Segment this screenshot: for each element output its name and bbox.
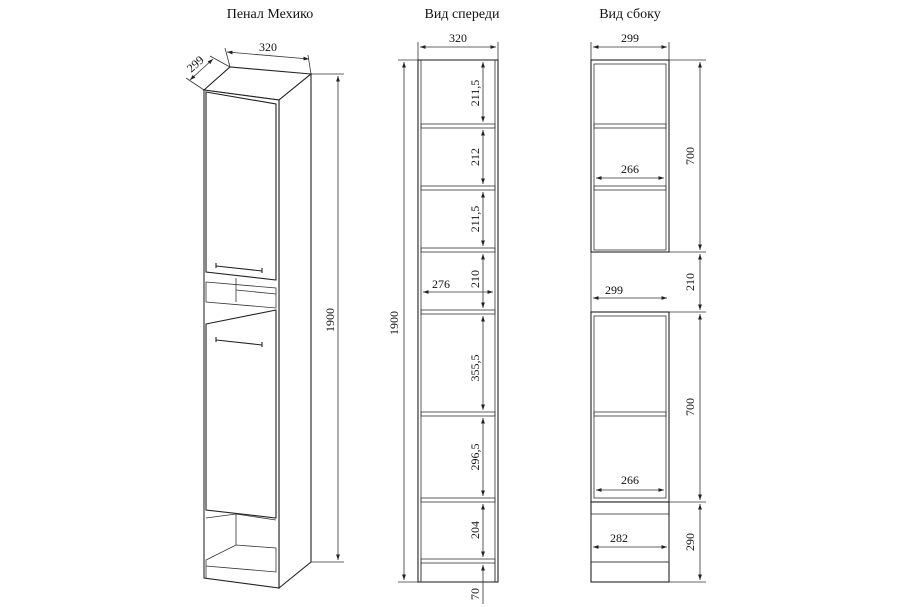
shelf (420, 123, 496, 129)
shelf (420, 185, 496, 191)
section-dim: 210 (468, 270, 482, 288)
cabinet-side-panel (278, 72, 312, 590)
side-depth-label: 299 (621, 31, 639, 45)
iso-width-label: 320 (259, 40, 277, 54)
front-height-label: 1900 (387, 311, 401, 335)
side-top-inner-label: 266 (621, 162, 639, 176)
open-niche (205, 281, 277, 309)
section-dim: 296,5 (468, 444, 482, 471)
shelf (420, 247, 496, 253)
front-outer-frame (417, 59, 499, 583)
side-bottom-inner-label: 282 (610, 531, 628, 545)
side-gap-depth-label: 299 (605, 283, 623, 297)
section-dim: 211,5 (468, 80, 482, 107)
iso-view-title: Пенал Мехико (227, 7, 314, 22)
side-bottom-height-label: 290 (683, 533, 697, 551)
section-dim: 212 (468, 148, 482, 166)
iso-depth-label: 299 (184, 53, 207, 75)
front-view-title: Вид спереди (424, 7, 500, 22)
side-view: 299 266 299 266 282 700 210 700 290 (590, 31, 706, 583)
upper-door (205, 91, 277, 281)
shelf (420, 497, 496, 503)
side-mid-inner-label: 266 (621, 473, 639, 487)
side-upper-block (590, 59, 670, 253)
shelf (420, 558, 496, 564)
lower-door (205, 309, 277, 519)
side-top-height-label: 700 (683, 147, 697, 165)
side-view-title: Вид сбоку (599, 7, 661, 22)
shelf (420, 411, 496, 417)
section-dim: 70 (468, 588, 482, 600)
front-width-label: 320 (449, 31, 467, 45)
side-gap-height-label: 210 (683, 273, 697, 291)
upper-door-handle (215, 263, 263, 273)
section-dim: 211,5 (468, 206, 482, 233)
isometric-view: 320 299 1900 (184, 40, 344, 590)
front-inner-width-label: 276 (432, 277, 450, 291)
side-bottom-block (590, 501, 670, 583)
shelf (420, 309, 496, 315)
lower-door-handle (215, 337, 263, 347)
side-mid-height-label: 700 (683, 398, 697, 416)
section-dim: 204 (468, 521, 482, 539)
section-dim: 355,5 (468, 355, 482, 382)
iso-height-label: 1900 (323, 308, 337, 332)
front-view: 320 1900 276 211,5 212 211,5 210 355,5 2… (387, 31, 499, 604)
side-lower-block (590, 311, 670, 503)
